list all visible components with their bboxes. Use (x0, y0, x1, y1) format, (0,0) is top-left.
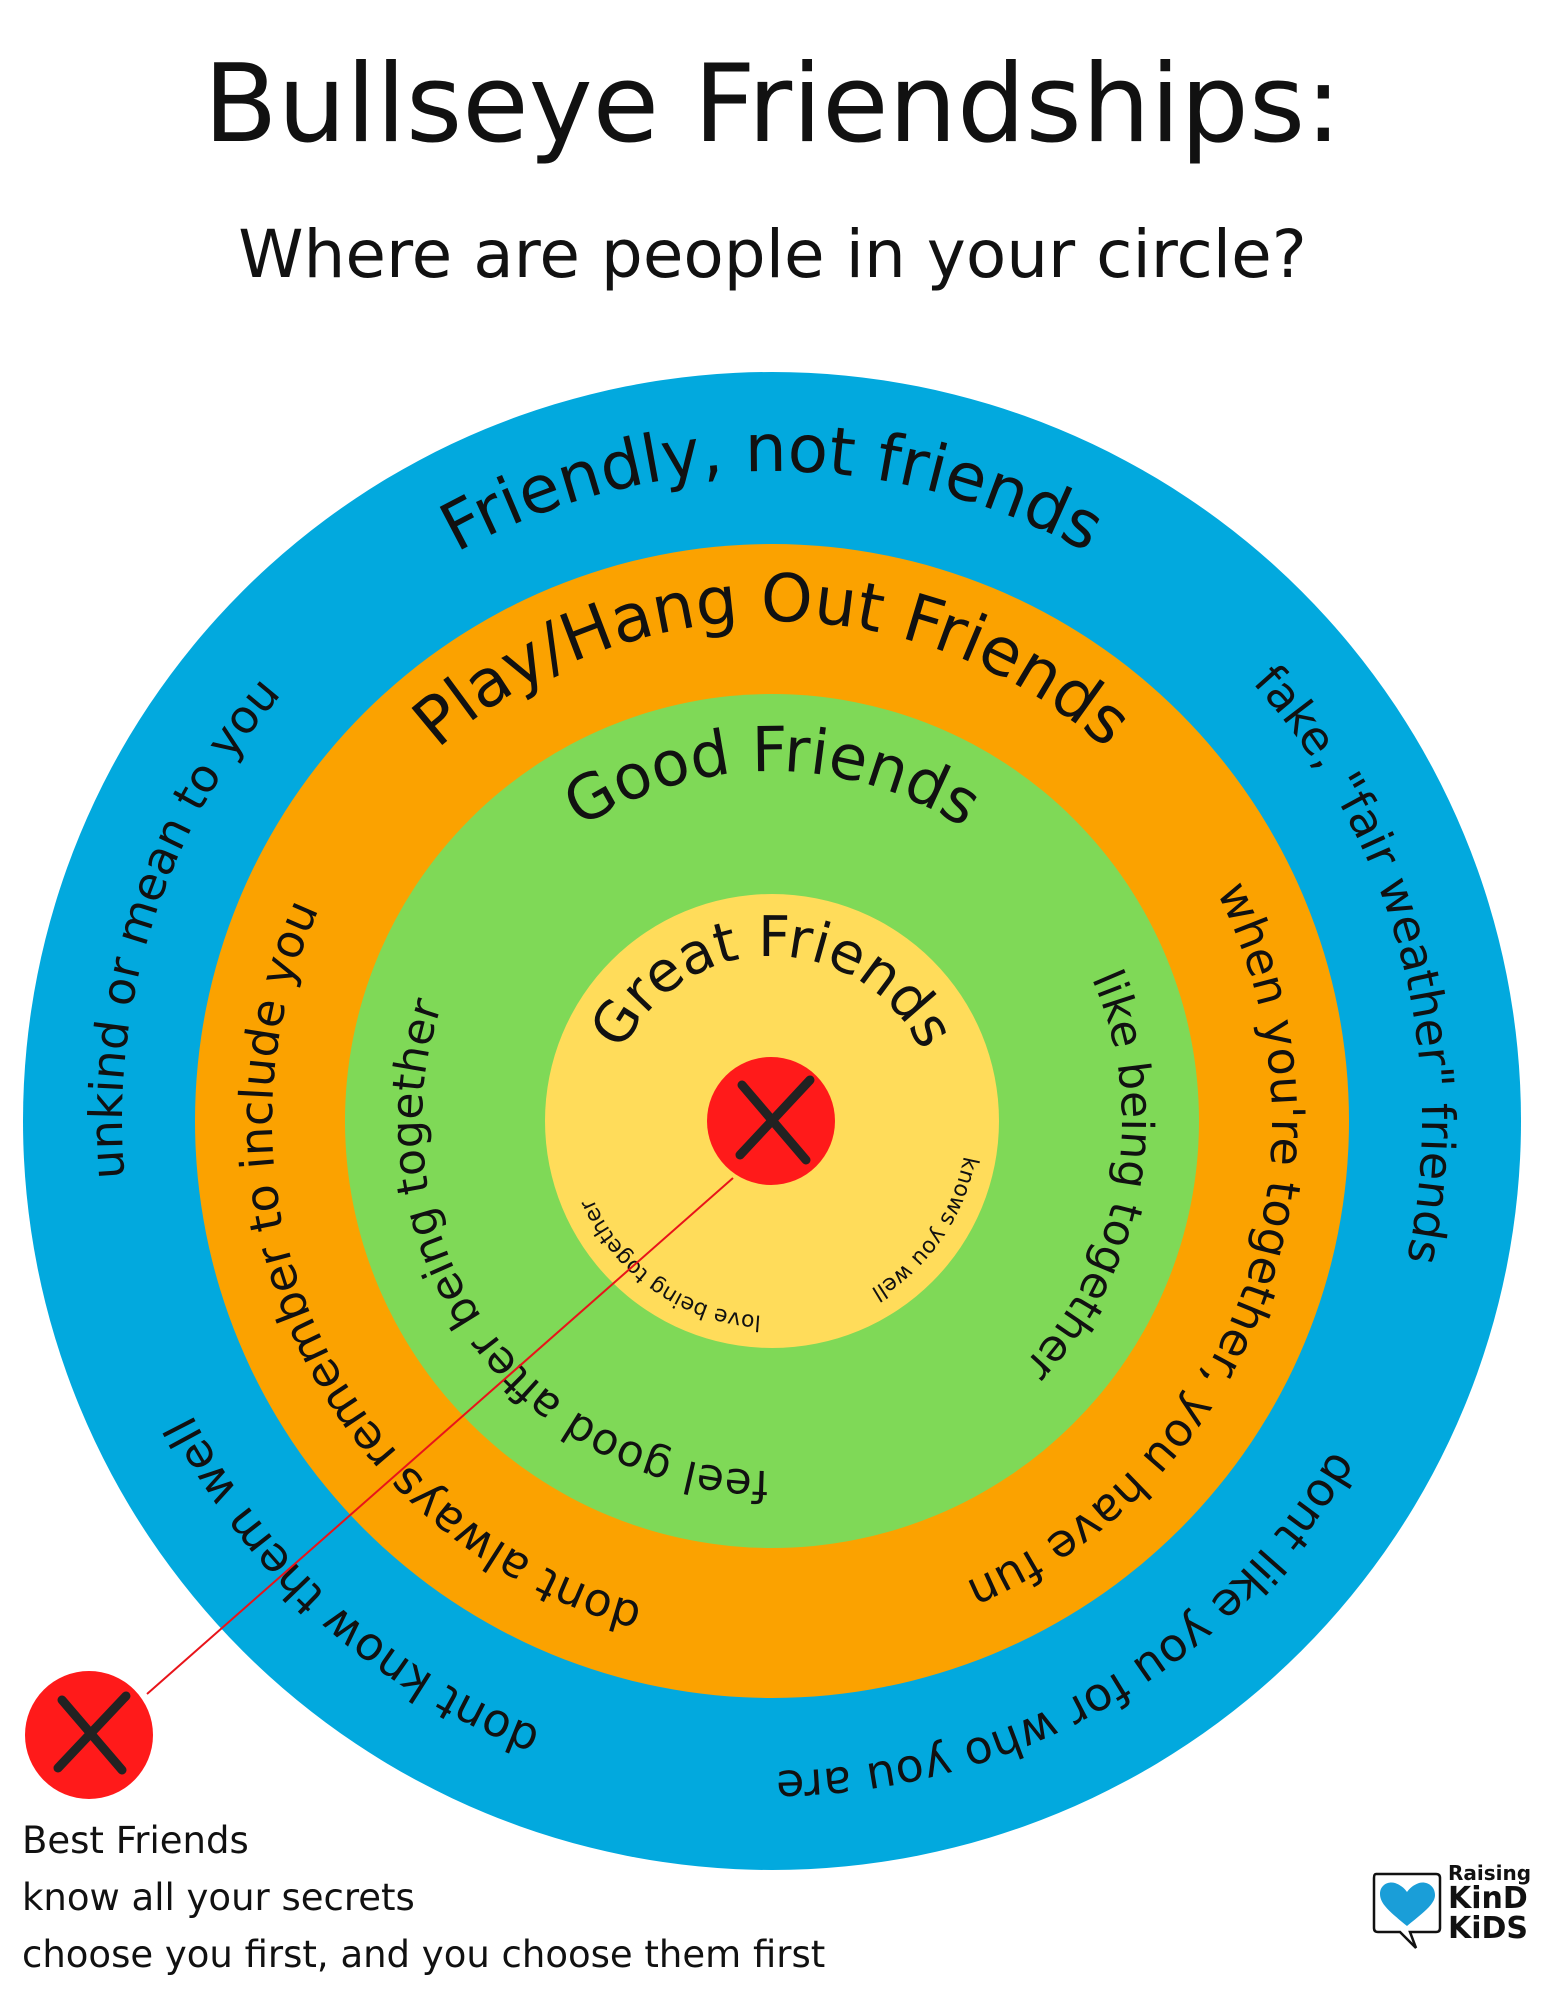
logo-line-1: Raising (1448, 1861, 1532, 1885)
raising-kind-kids-logo: Raising KinD KiDS (1370, 1861, 1532, 1962)
logo-line-3: KiDS (1448, 1911, 1529, 1946)
legend-marker (25, 1671, 153, 1799)
logo-line-2: KinD (1448, 1881, 1528, 1916)
legend-line-1: know all your secrets (22, 1876, 415, 1919)
x-mark-icon (53, 1691, 131, 1775)
page-subtitle: Where are people in your circle? (238, 216, 1307, 293)
legend-line-2: choose you first, and you choose them fi… (22, 1933, 826, 1976)
page-title: Bullseye Friendships: (203, 42, 1342, 167)
center-best-friends-marker (707, 1057, 835, 1185)
x-mark-icon (735, 1075, 815, 1165)
connector-line (146, 1177, 734, 1695)
heart-speech-bubble-icon (1372, 1872, 1442, 1949)
legend: Best Friends know all your secrets choos… (22, 1812, 825, 1983)
legend-title: Best Friends (22, 1819, 249, 1862)
